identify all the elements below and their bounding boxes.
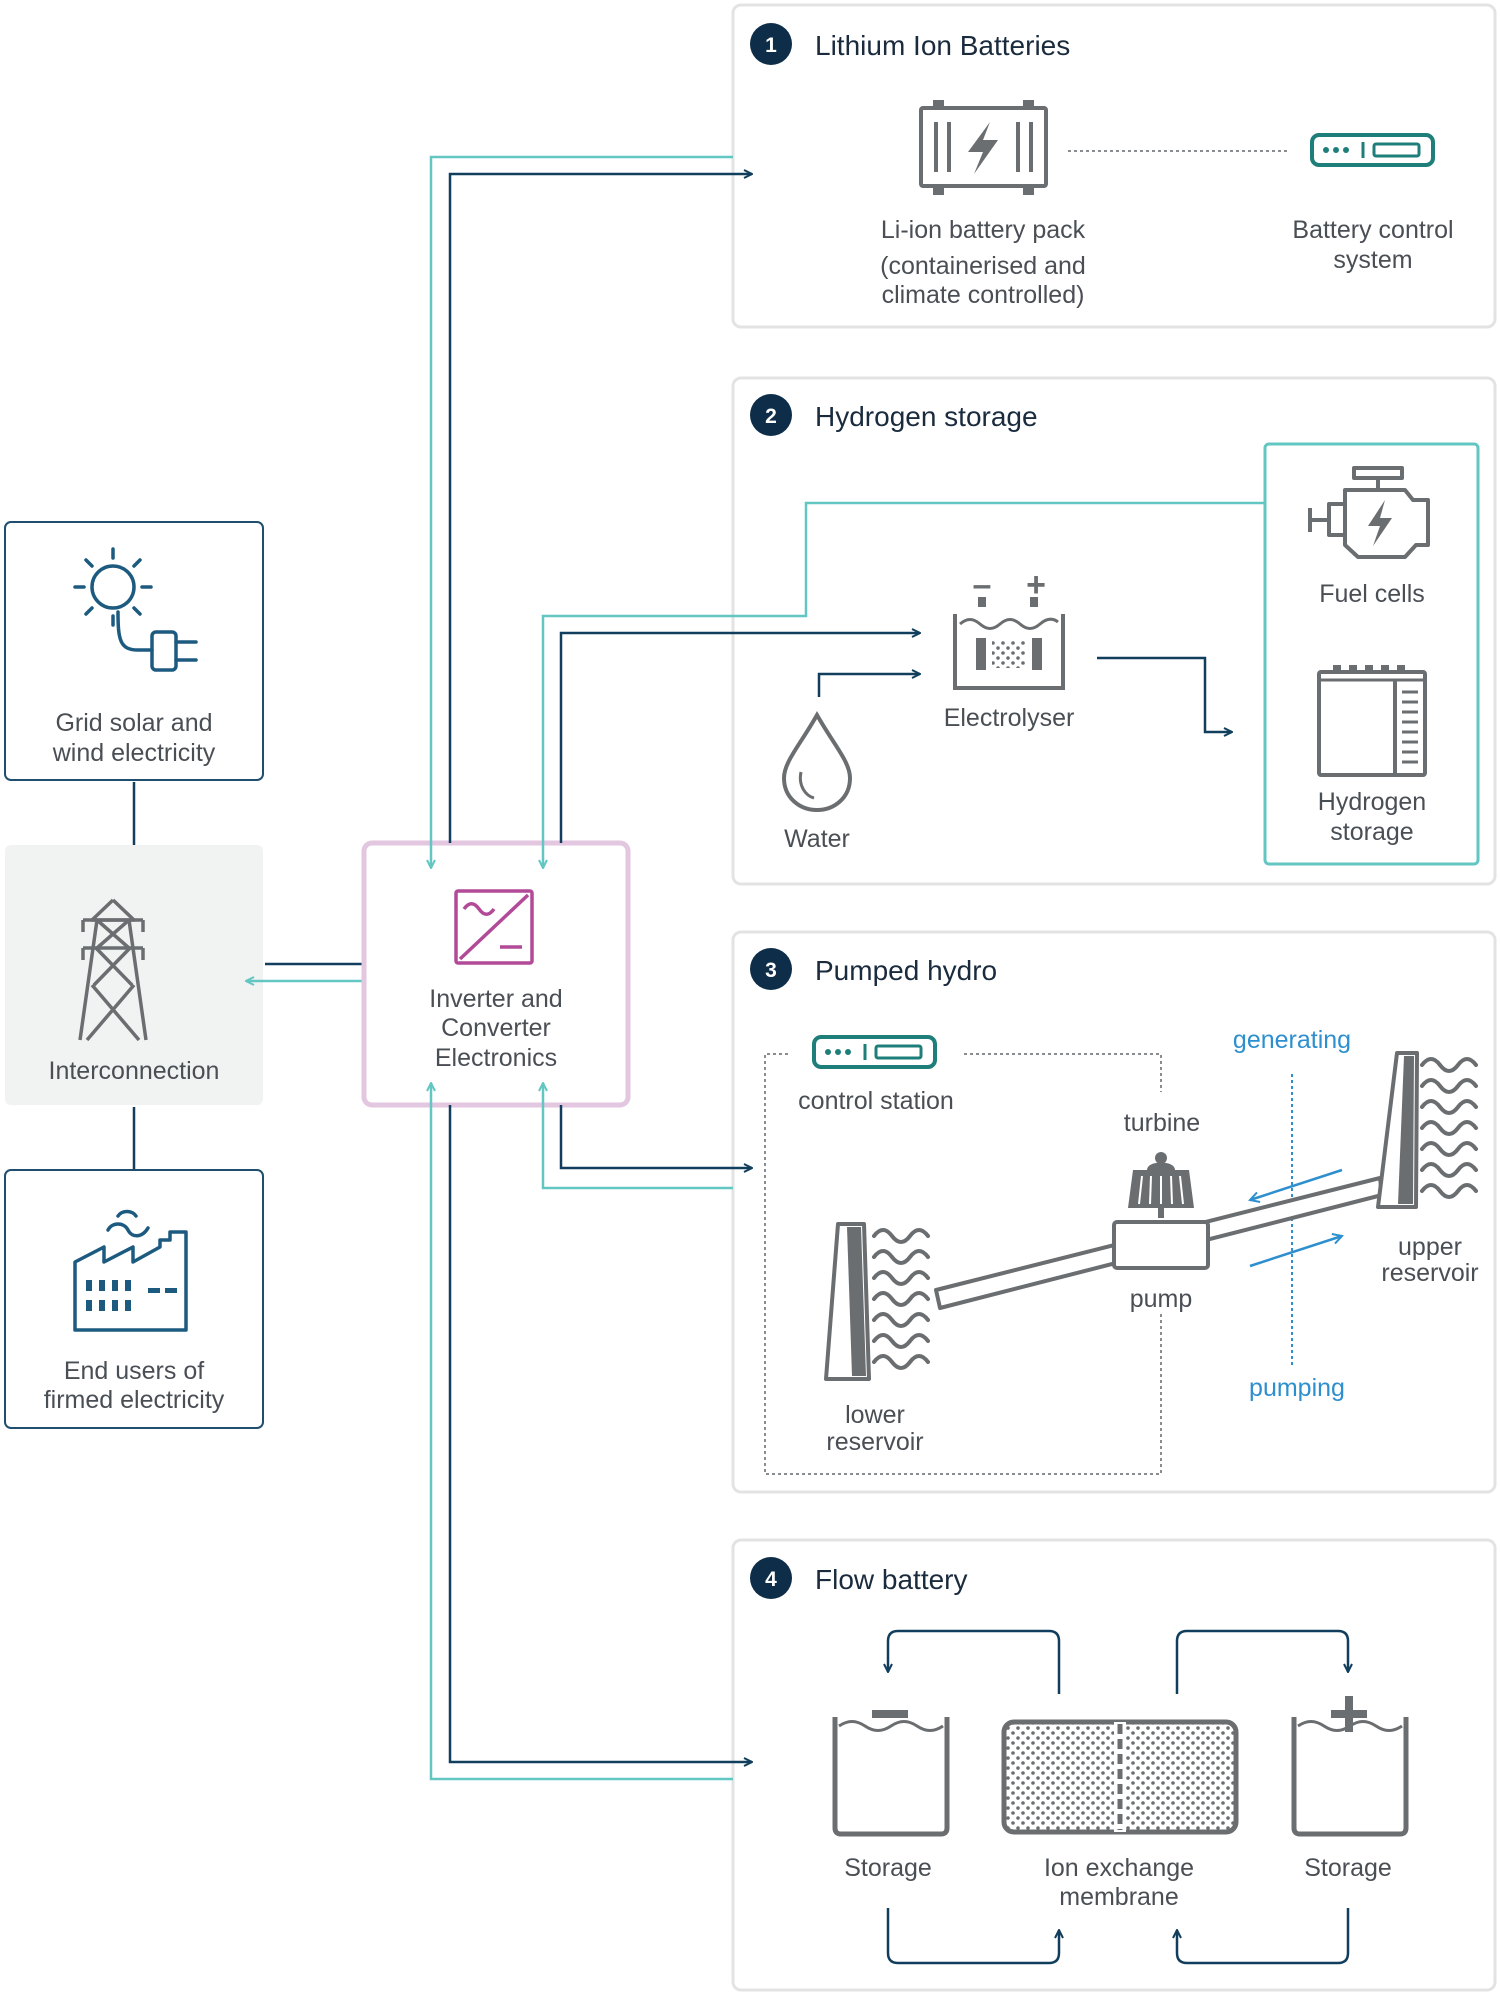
- flow-bottom-right-arrow: [1177, 1908, 1350, 1965]
- storage-right-label: Storage: [1304, 1854, 1392, 1882]
- electrolyser-plus: +: [1026, 566, 1046, 604]
- inverter-icon: [454, 889, 534, 965]
- turbine-pump-icon: [1112, 1152, 1210, 1270]
- control-station-boundary: [764, 1053, 1162, 1475]
- turbine-label: turbine: [1124, 1109, 1200, 1137]
- section-1-title: Lithium Ion Batteries: [815, 30, 1070, 61]
- section-2-title: Hydrogen storage: [815, 401, 1038, 432]
- fuel-hydrogen-group-box: [1263, 442, 1480, 866]
- battery-control-line2: system: [1333, 246, 1412, 274]
- section-3-number-badge: [750, 948, 792, 990]
- li-ion-pack-line1: Li-ion battery pack: [881, 216, 1086, 244]
- left-storage-tank-icon: [832, 1710, 950, 1837]
- pumping-label: pumping: [1249, 1374, 1345, 1402]
- connector-navy-hydro: [559, 1105, 752, 1168]
- grid-label-line2: wind electricity: [52, 739, 216, 767]
- connector-teal-liion: [431, 155, 733, 868]
- hydrogen-tank-icon: [1317, 665, 1427, 777]
- battery-control-line1: Battery control: [1292, 216, 1453, 244]
- connector-teal-hydrogen: [543, 501, 1265, 868]
- electrolyser-label: Electrolyser: [944, 704, 1075, 732]
- hydrogen-storage-line1: Hydrogen: [1318, 788, 1426, 816]
- end-users-label-line2: firmed electricity: [44, 1386, 225, 1414]
- upper-water-waves: [1420, 1057, 1478, 1199]
- upper-reservoir-line2: reservoir: [1381, 1259, 1478, 1287]
- pumping-arrow: [1249, 1236, 1342, 1268]
- lower-water-waves: [872, 1228, 930, 1370]
- hydrogen-storage-line2: storage: [1330, 818, 1413, 846]
- inverter-label-line3: Electronics: [435, 1044, 557, 1072]
- connector-teal-flow: [431, 1083, 733, 1781]
- panel-hydrogen: [731, 376, 1497, 886]
- transmission-tower-icon: [78, 898, 148, 1042]
- lower-dam-icon: [824, 1222, 871, 1381]
- lower-reservoir-line2: reservoir: [826, 1428, 923, 1456]
- electrolyser-to-storage-arrow: [1097, 656, 1232, 732]
- sun-plug-icon: [73, 547, 198, 672]
- inverter-label-line2: Converter: [441, 1014, 551, 1042]
- storage-left-label: Storage: [844, 1854, 932, 1882]
- connector-navy-flow: [448, 1105, 752, 1762]
- right-storage-tank-icon: [1291, 1696, 1409, 1837]
- flow-bottom-left-arrow: [886, 1908, 1059, 1965]
- li-ion-pack-line3: climate controlled): [882, 281, 1085, 309]
- section-1-number: 1: [765, 34, 777, 57]
- end-users-box: [4, 1169, 264, 1429]
- section-2-number: 2: [765, 405, 777, 428]
- section-4-number: 4: [765, 1568, 777, 1591]
- flow-top-right-arrow: [1175, 1629, 1348, 1694]
- upper-reservoir-line1: upper: [1398, 1233, 1462, 1261]
- inverter-box: [361, 840, 631, 1108]
- flow-top-left-arrow: [888, 1629, 1061, 1694]
- control-station-label: control station: [798, 1087, 954, 1115]
- generating-arrow: [1250, 1168, 1343, 1200]
- water-to-electrolyser-arrow: [817, 674, 920, 697]
- section-4-title: Flow battery: [815, 1564, 968, 1595]
- section-4-number-badge: [750, 1557, 792, 1599]
- factory-icon: [73, 1209, 188, 1332]
- interconnection-label: Interconnection: [49, 1057, 220, 1085]
- panel-lithium-ion: [731, 3, 1497, 329]
- control-unit-icon: [1310, 133, 1435, 167]
- fuel-cells-label: Fuel cells: [1319, 580, 1425, 608]
- connector-navy-liion: [448, 174, 752, 843]
- fuel-cell-engine-icon: [1308, 466, 1430, 559]
- membrane-line2: membrane: [1059, 1883, 1179, 1911]
- section-3-number: 3: [765, 959, 777, 982]
- section-2-number-badge: [750, 394, 792, 436]
- section-3-title: Pumped hydro: [815, 955, 997, 986]
- li-ion-pack-line2: (containerised and: [880, 252, 1086, 280]
- membrane-icon: [1001, 1719, 1239, 1835]
- factory-windows: [86, 1280, 177, 1311]
- generating-label: generating: [1233, 1026, 1351, 1054]
- pump-label: pump: [1130, 1285, 1193, 1313]
- section-1-number-badge: [750, 23, 792, 65]
- water-drop-icon: [781, 710, 853, 813]
- end-users-label-line1: End users of: [64, 1357, 204, 1385]
- interconnection-box: [5, 845, 263, 1105]
- panel-pumped-hydro: [731, 930, 1497, 1494]
- control-station-icon: [812, 1035, 937, 1069]
- connector-navy-hydrogen: [559, 633, 920, 843]
- lower-reservoir-line1: lower: [845, 1401, 905, 1429]
- membrane-line1: Ion exchange: [1044, 1854, 1194, 1882]
- upper-dam-icon: [1376, 1051, 1419, 1209]
- connector-teal-hydro: [543, 1083, 733, 1190]
- fuel-cell-bolt: [1368, 500, 1392, 546]
- electrolyser-minus: –: [973, 566, 992, 604]
- inverter-label-line1: Inverter and: [429, 985, 562, 1013]
- electrolyser-icon: – +: [953, 566, 1065, 690]
- battery-container-icon: [919, 100, 1048, 195]
- water-label: Water: [784, 825, 850, 853]
- grid-label-line1: Grid solar and: [55, 709, 212, 737]
